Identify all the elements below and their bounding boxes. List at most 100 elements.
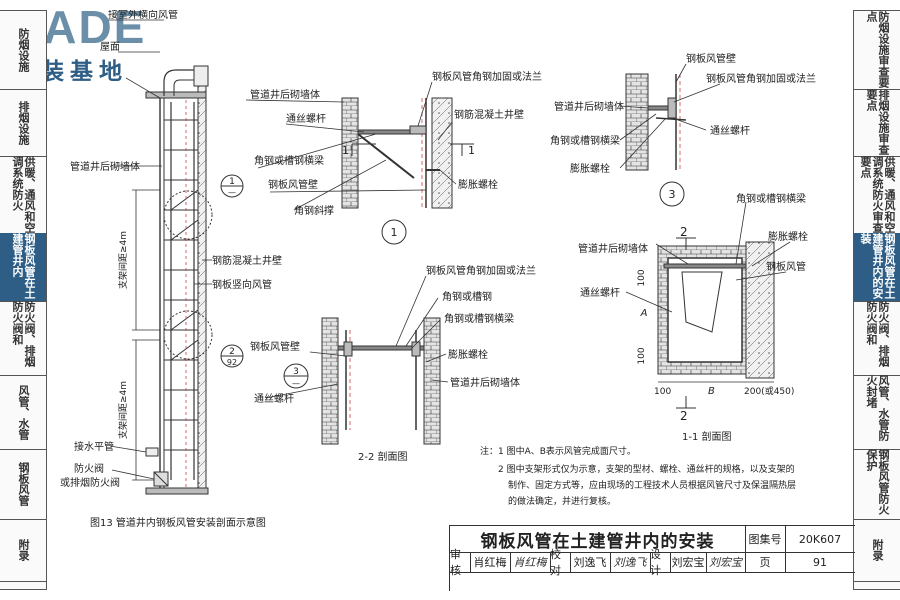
d3-label-beam: 角钢或槽钢横梁: [550, 134, 620, 147]
horizontal-pipe-stub: [145, 447, 159, 457]
atlas-label: 图集号: [745, 526, 786, 553]
d1-label-rc-wall: 钢筋混凝土井壁: [454, 108, 524, 121]
checker-signature: 刘逸飞: [610, 552, 651, 573]
left-chapter-tab-label: 钢板风管: [17, 462, 30, 506]
d3-brick-wall: [625, 73, 649, 171]
s11-label-bolt: 通丝螺杆: [580, 287, 620, 299]
d1-brick-wall: [341, 97, 359, 209]
right-chapter-sidebar: 防烟设施审查要点排烟设施审查要点供暖、通风和空调系统防火审查要点钢板风管在土建管…: [853, 10, 900, 590]
drawing-sheet: 接室外横向风管 屋面 管道井后砌墙体 钢筋混凝土井壁 钢板竖向风管 支架间距≥4…: [60, 10, 816, 529]
right-chapter-tab-label: 防烟设施审查要点: [865, 11, 890, 88]
s22-left-wall: [321, 317, 339, 445]
right-chapter-tab-label: 供暖、通风和空调系统防火审查要点: [859, 156, 896, 233]
right-chapter-tab-6[interactable]: 风管、水管防火封堵: [854, 375, 900, 450]
d1-label-brace: 角钢斜撑: [294, 204, 334, 217]
s11-dim-left: 100: [654, 387, 671, 397]
detail-3: 钢板风管壁 钢板风管角钢加固或法兰 管道井后砌墙体 通丝螺杆 角钢或槽钢横梁 膨…: [550, 52, 816, 207]
detail1-ring: [163, 190, 213, 240]
right-chapter-tab-3[interactable]: 供暖、通风和空调系统防火审查要点: [854, 156, 900, 234]
designer-name: 刘宏宝: [670, 552, 707, 573]
s11-duct-section: [681, 271, 723, 333]
d1-brace: [357, 133, 415, 179]
main-callout-2: 2 92: [220, 344, 244, 368]
left-chapter-tab-2[interactable]: 排烟设施: [0, 89, 46, 157]
d3-bolt: [655, 117, 687, 121]
review-label: 审核: [450, 548, 471, 577]
d3-label-wall: 管道井后砌墙体: [554, 100, 624, 113]
page-label: 页: [745, 552, 786, 573]
section-1-1: 2 2 角钢或槽钢横梁 管道井后砌墙体 膨胀螺栓 钢板风管 通丝螺杆 100 A…: [578, 192, 808, 443]
s22-label-wall: 管道井后砌墙体: [450, 376, 520, 389]
left-chapter-tab-label: 防烟设施: [17, 28, 30, 72]
left-chapter-tab-1[interactable]: 防烟设施: [0, 11, 46, 90]
d1-label-expansion: 膨胀螺栓: [458, 178, 498, 191]
duct-top-elbow-inner: [173, 79, 194, 96]
label-spacing-2: 支架间距≥4m: [117, 381, 129, 439]
label-fire-damper: 防火阀: [74, 462, 104, 475]
label-steel-duct: 钢板竖向风管: [212, 278, 272, 291]
d1-label-duct-wall: 钢板风管壁: [268, 178, 318, 191]
right-chapter-tab-2[interactable]: 排烟设施审查要点: [854, 89, 900, 157]
left-chapter-tab-label: 附录: [17, 539, 30, 561]
shaft-right-wall: [197, 77, 207, 495]
main-callout-1: 1 —: [220, 174, 244, 198]
left-chapter-tab-6[interactable]: 风管、水管: [0, 375, 46, 450]
s11-dim-b: B: [708, 386, 715, 397]
s11-dim-top: 100: [637, 269, 647, 286]
reviewer-signature: 肖红梅: [510, 552, 551, 573]
main-caption: 图13 管道井内钢板风管安装剖面示意图: [90, 516, 266, 529]
right-chapter-tab-1[interactable]: 防烟设施审查要点: [854, 11, 900, 90]
label-water-pipe: 接水平管: [74, 440, 114, 453]
s22-caption: 2-2 剖面图: [358, 450, 408, 463]
s11-label-wall: 管道井后砌墙体: [578, 242, 648, 255]
d3-label-flange: 钢板风管角钢加固或法兰: [706, 72, 816, 85]
s22-label-bolt: 通丝螺杆: [254, 393, 294, 405]
note-4: 的做法确定，并进行复核。: [508, 495, 616, 507]
left-chapter-tab-8[interactable]: 附录: [0, 519, 46, 582]
label-smoke-damper: 或排烟防火阀: [60, 476, 120, 489]
left-chapter-tab-4[interactable]: 钢板风管在土建管井内: [0, 233, 46, 302]
s22-beam: [337, 345, 425, 351]
left-chapter-tab-label: 供暖、通风和空调系统防火: [11, 156, 36, 233]
s22-flange-right: [411, 341, 421, 357]
detail-1: 1 1 管道井后砌墙体 通丝螺杆 钢板风管角钢加固或法兰 钢筋混凝土井壁 角钢或…: [245, 70, 542, 245]
note-2: 2 图中支架形式仅为示意，支架的型材、螺栓、通丝杆的规格，以及支架的: [498, 463, 795, 475]
d3-callout-circle: [659, 181, 685, 207]
right-chapter-tab-7[interactable]: 钢板风管防火保护: [854, 449, 900, 520]
label-wall-back: 管道井后砌墙体: [70, 160, 140, 173]
title-block: 钢板风管在土建管井内的安装 图集号 20K607 审核 肖红梅 肖红梅 校对 刘…: [449, 525, 855, 591]
left-chapter-tab-label: 钢板风管在土建管井内: [11, 233, 36, 299]
right-chapter-tab-4[interactable]: 钢板风管在土建管井内的安装: [854, 233, 900, 302]
s11-label-duct: 钢板风管: [766, 260, 806, 273]
s22-label-expansion: 膨胀螺栓: [448, 348, 488, 361]
s22-label-beam: 角钢或槽钢横梁: [444, 312, 514, 325]
design-label: 设计: [650, 548, 671, 577]
left-chapter-tab-7[interactable]: 钢板风管: [0, 449, 46, 520]
right-chapter-tab-8[interactable]: 附录: [854, 519, 900, 582]
right-chapter-tab-5[interactable]: 防火阀、排烟防火阀和: [854, 301, 900, 376]
left-chapter-tab-label: 防火阀、排烟防火阀和: [11, 301, 36, 367]
callout-1-num: 1: [229, 177, 235, 187]
d1-label-bolt: 通丝螺杆: [286, 113, 326, 125]
s11-dim-bottom: 100: [637, 347, 647, 364]
s11-label-beam: 角钢或槽钢横梁: [736, 192, 806, 205]
d3-callout: 3: [669, 188, 676, 201]
left-chapter-tab-3[interactable]: 供暖、通风和空调系统防火: [0, 156, 46, 234]
callout-2-sub: 92: [227, 358, 237, 367]
notes-prefix: 注：: [480, 445, 498, 457]
d1-section-mark-r: 1: [468, 144, 475, 157]
d1-callout-circle: [381, 219, 407, 245]
callout-2-num: 2: [229, 347, 235, 357]
d1-label-flange: 钢板风管角钢加固或法兰: [432, 70, 542, 83]
right-chapter-tab-label: 钢板风管防火保护: [865, 449, 890, 515]
label-top: 接室外横向风管: [108, 10, 178, 21]
designer-signature: 刘宏宝: [706, 552, 746, 573]
s11-duct: [667, 257, 743, 363]
check-label: 校对: [550, 548, 571, 577]
callout-1-sub: —: [228, 188, 236, 197]
d3-label-bolt: 通丝螺杆: [710, 125, 750, 137]
s11-beam: [663, 263, 747, 269]
s22-flange-left: [343, 341, 353, 357]
s22-callout-sub: —: [292, 379, 300, 388]
left-chapter-tab-5[interactable]: 防火阀、排烟防火阀和: [0, 301, 46, 376]
